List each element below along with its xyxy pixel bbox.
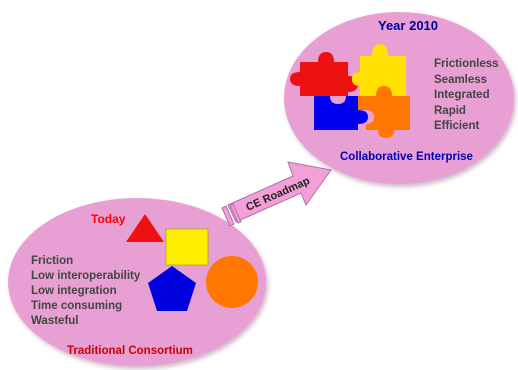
red-triangle-shape: [126, 214, 164, 242]
future-quality-item: Efficient: [434, 120, 480, 132]
puzzle-piece-yellow: [352, 44, 406, 96]
today-title: Today: [91, 212, 126, 226]
future-quality-item: Frictionless: [434, 58, 499, 70]
puzzle-piece-red: [290, 52, 358, 96]
roadmap-arrow: CE Roadmap: [221, 161, 332, 227]
roadmap-arrow-shape: [227, 161, 332, 223]
future-title: Year 2010: [378, 18, 439, 33]
today-caption: Traditional Consortium: [67, 345, 193, 357]
future-qualities-list: Frictionless Seamless Integrated Rapid E…: [434, 57, 499, 135]
roadmap-arrow-stripe-2: [229, 203, 242, 224]
today-problems-list: Friction Low interoperability Low integr…: [31, 254, 140, 329]
future-quality-item: Rapid: [434, 104, 466, 117]
orange-circle-shape: [206, 256, 258, 308]
today-problem-item: Time consuming: [31, 300, 123, 312]
future-caption: Collaborative Enterprise: [340, 151, 473, 163]
puzzle-pieces: [290, 44, 410, 138]
today-problem-item: Low interoperability: [31, 270, 141, 282]
puzzle-piece-orange: [358, 86, 410, 138]
blue-pentagon-shape: [148, 266, 196, 311]
future-quality-item: Integrated: [434, 89, 490, 101]
today-problem-item: Low integration: [31, 285, 117, 297]
roadmap-arrow-stripe-1: [221, 205, 235, 227]
today-problem-item: Friction: [31, 255, 74, 267]
future-quality-item: Seamless: [434, 73, 488, 86]
today-problem-item: Wasteful: [31, 315, 79, 327]
yellow-square-shape: [165, 228, 209, 266]
puzzle-piece-blue: [314, 96, 368, 130]
